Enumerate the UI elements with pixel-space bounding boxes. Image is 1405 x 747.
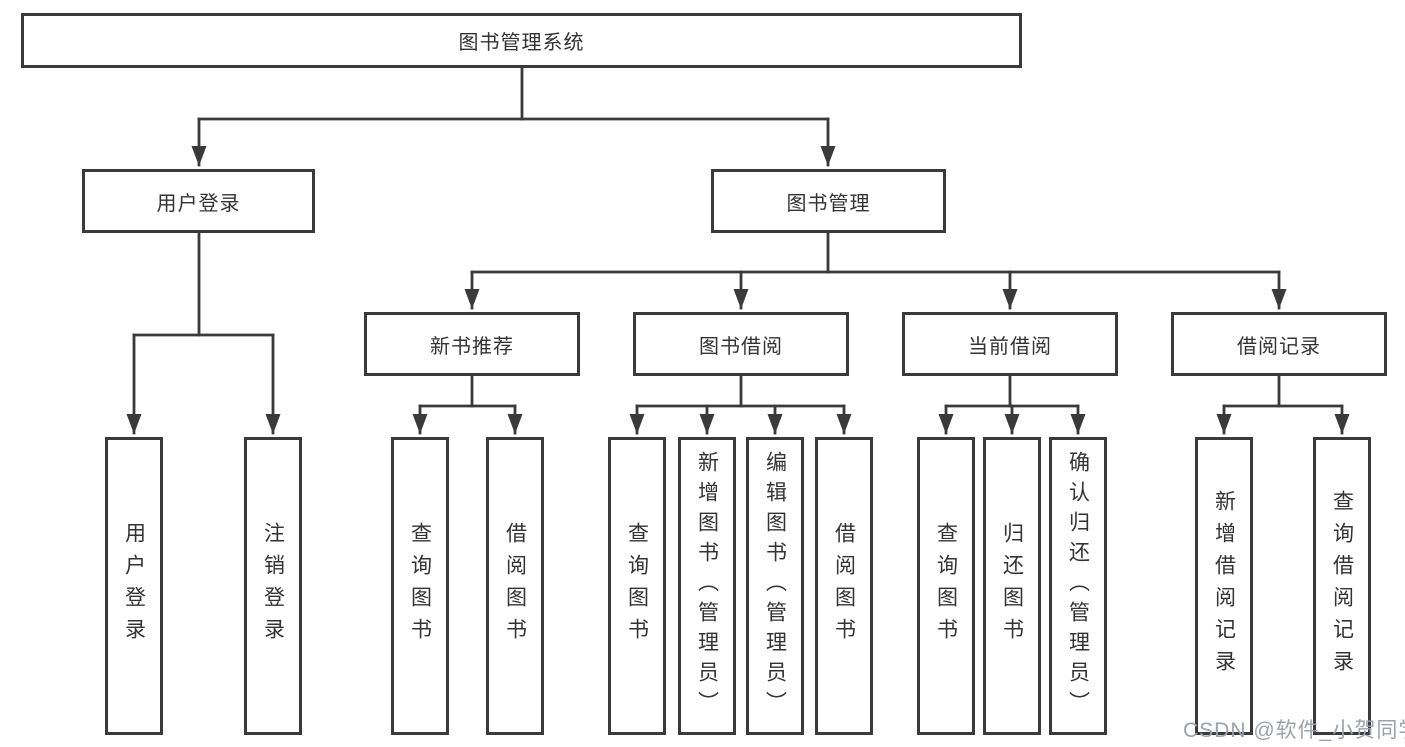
leaf-return-books: 归还图书 xyxy=(983,437,1041,735)
node-book-management: 图书管理 xyxy=(711,169,946,233)
node-user-login: 用户登录 xyxy=(82,169,315,233)
leaf-query-books-borrow: 查询图书 xyxy=(608,437,666,735)
leaf-confirm-return-admin: 确认归还（管理员） xyxy=(1049,437,1107,735)
leaf-query-books-recommend: 查询图书 xyxy=(391,437,449,735)
leaf-add-borrow-record: 新增借阅记录 xyxy=(1195,437,1253,735)
leaf-logout: 注销登录 xyxy=(244,437,302,735)
node-current-borrow: 当前借阅 xyxy=(902,312,1118,376)
leaf-query-books-current: 查询图书 xyxy=(917,437,975,735)
node-library-management-system: 图书管理系统 xyxy=(21,13,1022,68)
leaf-edit-books-admin: 编辑图书（管理员） xyxy=(746,437,804,735)
node-borrow-records: 借阅记录 xyxy=(1171,312,1387,376)
leaf-user-login: 用户登录 xyxy=(105,437,163,735)
node-new-book-recommend: 新书推荐 xyxy=(364,312,580,376)
node-book-borrow: 图书借阅 xyxy=(633,312,849,376)
csdn-watermark: CSDN @软件_小贺同学 xyxy=(1183,719,1405,742)
leaf-add-books-admin: 新增图书（管理员） xyxy=(678,437,736,735)
leaf-borrow-books-recommend: 借阅图书 xyxy=(486,437,544,735)
leaf-query-borrow-record: 查询借阅记录 xyxy=(1313,437,1371,735)
leaf-borrow-books: 借阅图书 xyxy=(815,437,873,735)
